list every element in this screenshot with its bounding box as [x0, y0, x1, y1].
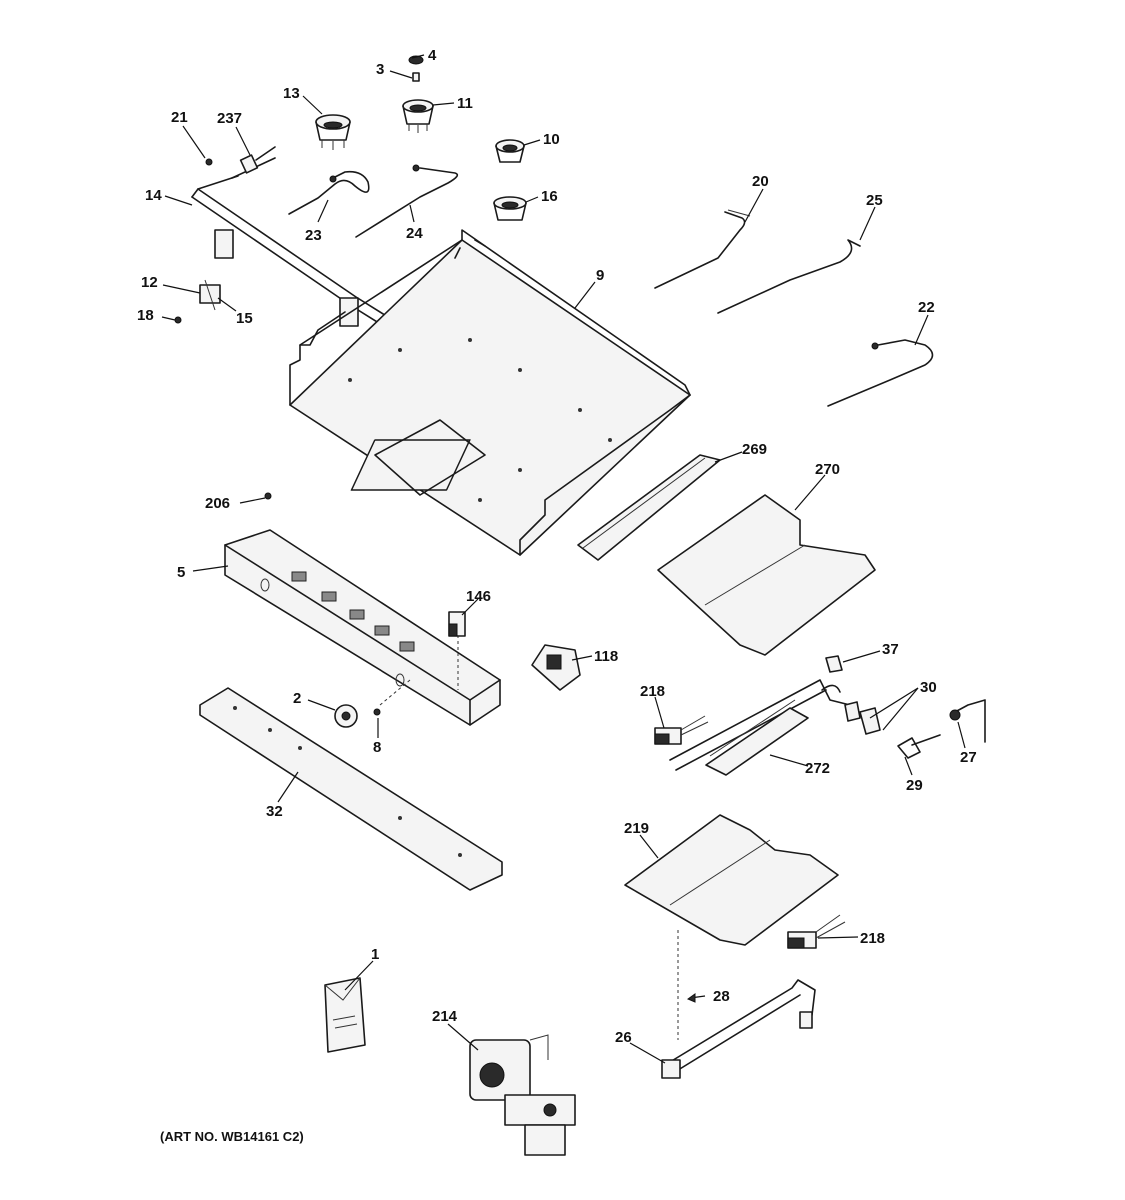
callout-28: 28 [713, 988, 730, 1005]
callout-30: 30 [920, 679, 937, 696]
burner-head-11 [402, 99, 434, 133]
gas-tube-25 [717, 239, 861, 314]
callout-12: 12 [141, 274, 158, 291]
callout-24: 24 [406, 225, 423, 242]
manifold-14 [191, 157, 397, 331]
callout-10: 10 [543, 131, 560, 148]
fitting-27 [949, 699, 986, 743]
callout-219: 219 [624, 820, 649, 837]
screw-8 [373, 679, 411, 716]
arrow-28 [686, 993, 706, 1003]
callout-37: 37 [882, 641, 899, 658]
callout-22: 22 [918, 299, 935, 316]
callout-218-lower: 218 [860, 930, 885, 947]
gas-tube-20 [654, 209, 751, 289]
gas-regulator-214 [469, 1034, 576, 1156]
burner-head-16 [493, 196, 527, 221]
callout-29: 29 [906, 777, 923, 794]
art-number-caption: (ART NO. WB14161 C2) [160, 1129, 304, 1144]
oven-burner-30 [669, 679, 881, 771]
burner-box-9 [289, 229, 691, 556]
burner-head-10 [495, 139, 525, 163]
orifice-29 [897, 734, 941, 759]
knob-2 [334, 704, 358, 728]
fitting-237 [239, 146, 276, 174]
callout-14: 14 [145, 187, 162, 204]
screw-21 [205, 158, 213, 166]
bracket-37 [825, 655, 843, 673]
orifice-3 [412, 72, 420, 82]
callout-4: 4 [428, 47, 437, 64]
callout-272: 272 [805, 760, 830, 777]
callout-206: 206 [205, 495, 230, 512]
callout-23: 23 [305, 227, 322, 244]
callout-270: 270 [815, 461, 840, 478]
callout-3: 3 [376, 61, 384, 78]
broil-shield-219 [624, 814, 839, 1040]
callout-214: 214 [432, 1008, 458, 1025]
callout-5: 5 [177, 564, 185, 581]
heat-shield-270 [657, 494, 876, 656]
igniter-218-lower [787, 914, 846, 949]
callout-9: 9 [596, 267, 604, 284]
callout-2: 2 [293, 690, 301, 707]
callout-15: 15 [236, 310, 253, 327]
callout-32: 32 [266, 803, 283, 820]
trim-32 [199, 687, 503, 891]
callout-8: 8 [373, 739, 381, 756]
callout-20: 20 [752, 173, 769, 190]
callout-27: 27 [960, 749, 977, 766]
callout-1: 1 [371, 946, 379, 963]
switch-146 [448, 611, 466, 637]
valve-bracket-12 [199, 279, 221, 311]
burner-head-13 [315, 114, 351, 150]
callout-118: 118 [594, 648, 618, 665]
callout-269: 269 [742, 441, 767, 458]
electrode-118 [531, 644, 581, 691]
callout-18: 18 [137, 307, 154, 324]
callout-26: 26 [615, 1029, 632, 1046]
callout-11: 11 [457, 95, 473, 112]
control-panel-5 [224, 529, 501, 726]
screw-18 [174, 316, 182, 324]
igniter-218-upper [654, 715, 709, 745]
callout-13: 13 [283, 85, 300, 102]
callout-21: 21 [171, 109, 188, 126]
callout-16: 16 [541, 188, 558, 205]
gas-tube-22 [827, 339, 934, 407]
callout-146: 146 [466, 588, 491, 605]
broil-burner-26 [661, 979, 816, 1079]
callout-218-upper: 218 [640, 683, 665, 700]
gas-tube-23 [288, 170, 370, 215]
gas-tube-24 [355, 164, 459, 238]
burner-pan-272 [705, 699, 809, 776]
leader-lines [161, 54, 966, 1064]
literature-packet-1 [324, 977, 366, 1053]
screw-206 [264, 492, 272, 500]
callout-labels: 4 3 13 11 21 237 10 14 16 20 25 23 24 9 … [137, 47, 977, 1046]
callout-237: 237 [217, 110, 242, 127]
callout-25: 25 [866, 192, 883, 209]
